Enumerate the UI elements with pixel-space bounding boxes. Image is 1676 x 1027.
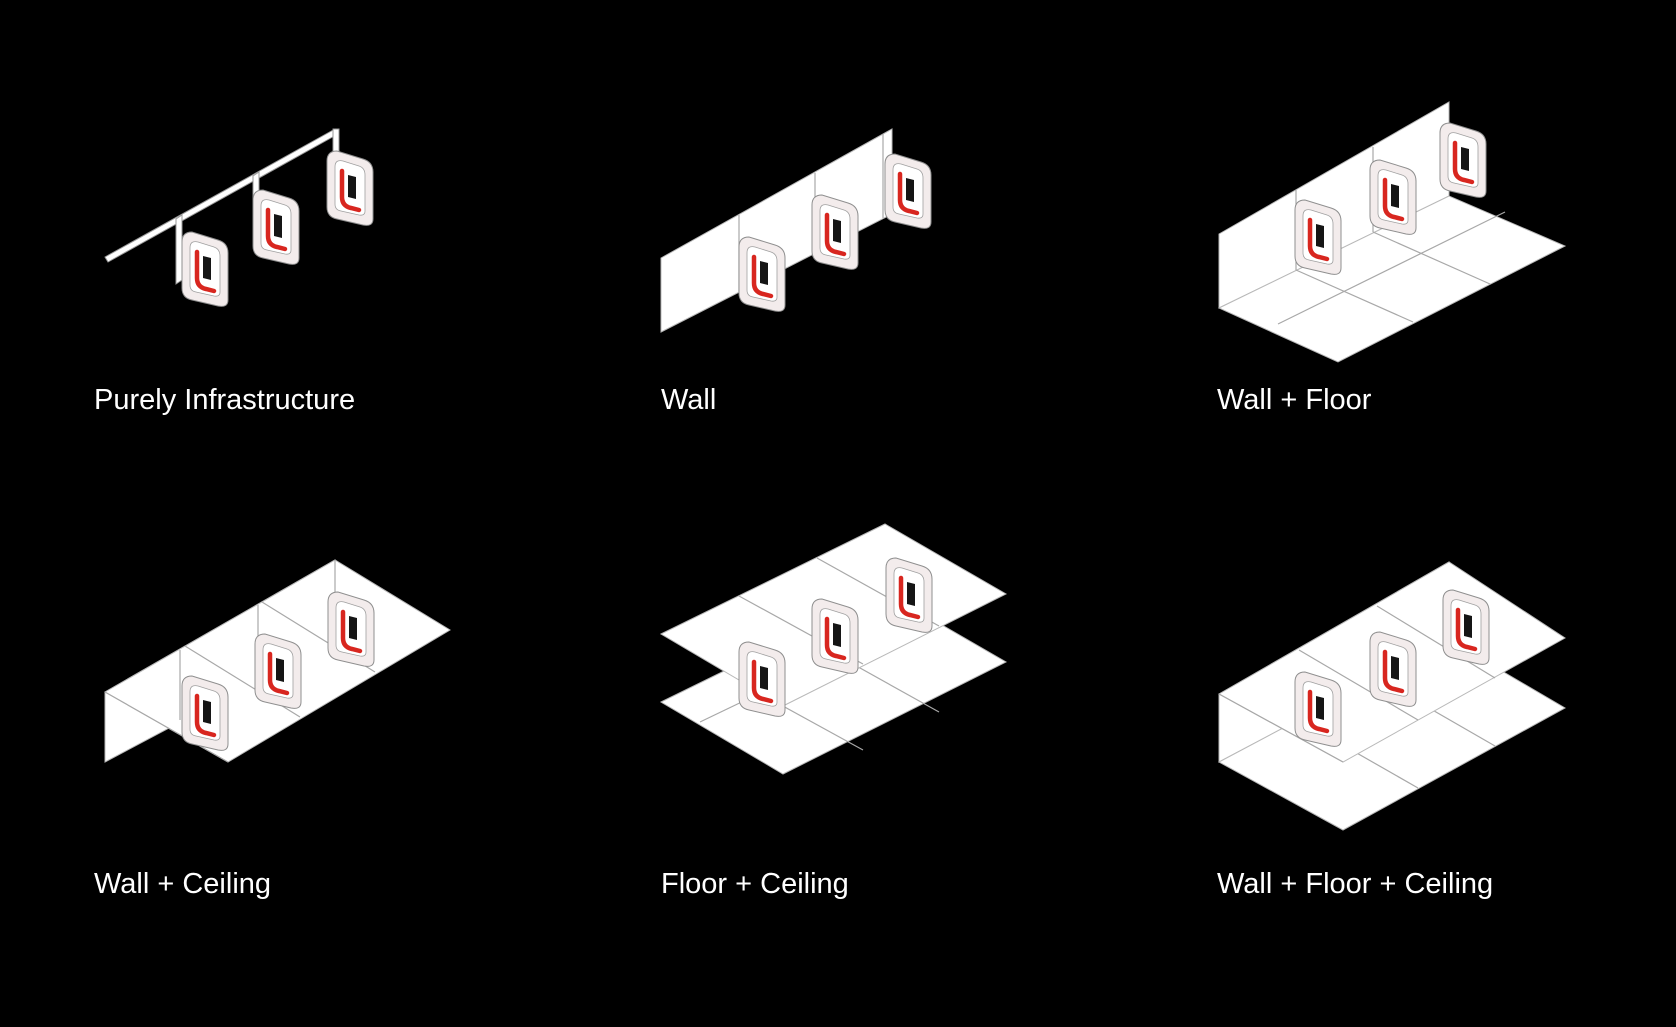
- rail-drop-1: [175, 214, 183, 285]
- caption-wall: Wall: [661, 384, 717, 416]
- charger-unit-icon: [738, 236, 786, 312]
- caption-wall-floor-ceiling: Wall + Floor + Ceiling: [1217, 868, 1494, 900]
- charger-unit-icon: [811, 598, 859, 674]
- charger-unit-icon: [327, 591, 375, 667]
- charger-unit-icon: [1369, 631, 1417, 707]
- charger-unit-icon: [252, 189, 300, 265]
- panel-wall-ceiling: Wall + Ceiling: [0, 472, 540, 932]
- caption-wall-ceiling: Wall + Ceiling: [94, 868, 272, 900]
- charger-unit-icon: [181, 231, 229, 307]
- panel-wall: Wall: [567, 0, 1107, 460]
- wall-floor-ceiling-diagram: [1217, 561, 1567, 831]
- panel-wall-floor: Wall + Floor: [1123, 0, 1663, 460]
- charger-unit-icon: [1442, 589, 1490, 665]
- floor-ceiling-diagram: [659, 523, 1008, 775]
- floor-surface: [1217, 195, 1567, 363]
- panel-floor-ceiling: Floor + Ceiling: [567, 472, 1107, 932]
- panel-wall-floor-ceiling: Wall + Floor + Ceiling: [1123, 472, 1663, 932]
- wall-diagram: [660, 128, 932, 333]
- charger-unit-icon: [1369, 159, 1417, 235]
- caption-floor-ceiling: Floor + Ceiling: [661, 868, 849, 900]
- charger-unit-icon: [1294, 671, 1342, 747]
- charger-unit-icon: [1294, 199, 1342, 275]
- charger-unit-icon: [254, 633, 302, 709]
- caption-purely-infrastructure: Purely Infrastructure: [94, 384, 356, 416]
- caption-wall-floor: Wall + Floor: [1217, 384, 1372, 416]
- charger-unit-icon: [1439, 122, 1487, 198]
- panel-purely-infrastructure: Purely Infrastructure: [0, 0, 540, 460]
- wall-floor-diagram: [1217, 101, 1567, 363]
- wall-ceiling-diagram: [103, 559, 451, 763]
- charger-unit-icon: [884, 153, 932, 229]
- charger-unit-icon: [738, 641, 786, 717]
- charger-unit-icon: [181, 675, 229, 751]
- charger-unit-icon: [326, 150, 374, 226]
- purely-infrastructure-diagram: [104, 128, 374, 307]
- charger-unit-icon: [811, 194, 859, 270]
- charger-unit-icon: [885, 557, 933, 633]
